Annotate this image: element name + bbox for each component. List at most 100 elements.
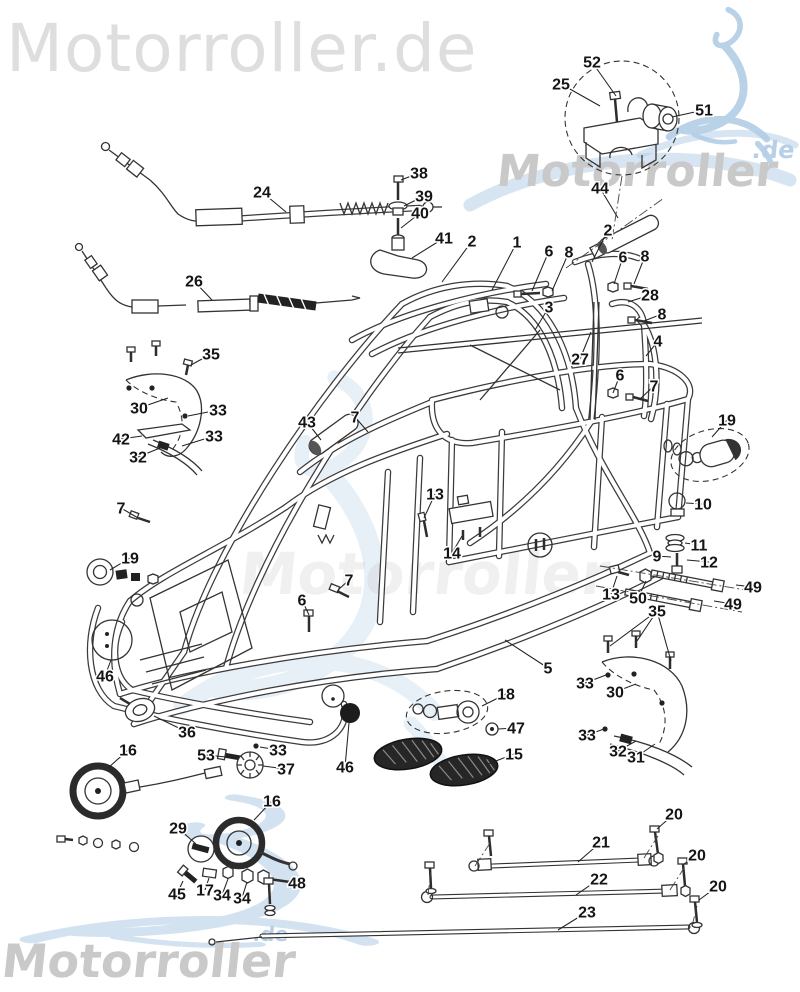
callout-leader-33: [187, 409, 219, 417]
callout-leader-50: [637, 580, 647, 599]
callout-leader-2: [441, 240, 473, 283]
callout-label-2: 2: [468, 234, 477, 251]
callout-label-25: 25: [552, 77, 570, 94]
callout-label-33: 33: [209, 403, 227, 420]
callout-leader-44: [599, 187, 619, 219]
callout-label-33: 33: [576, 676, 594, 693]
callout-leader-10: [685, 502, 704, 505]
callout-label-8: 8: [565, 245, 574, 262]
callout-leader-51: [671, 109, 705, 118]
callout-leader-7: [639, 385, 655, 400]
callout-label-10: 10: [694, 497, 712, 514]
callout-label-27: 27: [571, 352, 589, 369]
callout-label-32: 32: [129, 450, 147, 467]
callout-leader-8: [633, 255, 646, 285]
callout-leader-16: [253, 800, 273, 821]
callout-label-43: 43: [298, 415, 316, 432]
callout-label-51: 51: [695, 103, 713, 120]
callout-leader-30: [138, 397, 169, 409]
callout-label-7: 7: [345, 573, 354, 590]
callout-label-38: 38: [410, 166, 428, 183]
callout-leader-23: [557, 911, 588, 931]
callout-leader-20: [683, 854, 698, 865]
callout-leader-8: [551, 251, 570, 292]
callout-label-23: 23: [578, 905, 596, 922]
callout-label-35: 35: [648, 604, 666, 621]
callout-leader-5: [504, 639, 549, 669]
callout-leader-33: [181, 435, 215, 447]
callout-leader-40: [400, 212, 421, 229]
callout-label-18: 18: [497, 687, 515, 704]
callout-leader-20: [656, 813, 675, 830]
callout-label-3: 3: [545, 300, 554, 317]
callout-label-12: 12: [700, 555, 718, 572]
callout-label-32: 32: [609, 744, 627, 761]
callout-leader-7: [337, 579, 350, 591]
callout-label-17: 17: [196, 883, 214, 900]
callout-label-16: 16: [119, 743, 137, 760]
site-logo: Motorroller.de: [6, 10, 478, 87]
callout-leader-32: [137, 447, 161, 458]
callout-label-42: 42: [112, 432, 130, 449]
callout-label-8: 8: [641, 249, 650, 266]
callout-leader-29: [177, 827, 197, 845]
callout-label-20: 20: [665, 807, 683, 824]
callout-leader-33: [586, 728, 605, 736]
callout-label-30: 30: [606, 685, 624, 702]
callout-label-9: 9: [653, 549, 662, 566]
callout-leader-1: [491, 241, 518, 291]
callout-label-49: 49: [724, 597, 742, 614]
callout-leader-11: [684, 542, 700, 546]
callout-label-46: 46: [96, 669, 114, 686]
callout-leader-42: [120, 435, 143, 440]
callout-leader-35: [656, 610, 672, 662]
callout-label-29: 29: [169, 821, 187, 838]
callout-leader-30: [614, 683, 637, 693]
callout-label-31: 31: [627, 750, 645, 767]
callout-label-37: 37: [277, 762, 295, 779]
callout-label-6: 6: [619, 250, 628, 267]
callout-label-14: 14: [443, 546, 461, 563]
callout-leader-7: [120, 507, 139, 519]
callout-label-48: 48: [288, 876, 306, 893]
callout-label-6: 6: [616, 368, 625, 385]
callout-leader-14: [451, 535, 463, 554]
callout-label-33: 33: [578, 728, 596, 745]
callout-leader-6: [612, 374, 621, 394]
callout-leader-48: [287, 880, 298, 884]
callout-label-44: 44: [591, 181, 609, 198]
callout-leader-21: [577, 841, 602, 863]
callout-label-21: 21: [592, 835, 610, 852]
callout-label-6: 6: [545, 244, 554, 261]
callout-leader-49: [713, 600, 734, 605]
callout-leader-4: [645, 340, 659, 357]
callout-label-39: 39: [415, 189, 433, 206]
callout-leader-52: [591, 61, 617, 97]
callout-label-20: 20: [688, 848, 706, 865]
callout-label-34: 34: [233, 891, 251, 908]
callout-label-24: 24: [253, 185, 271, 202]
callout-label-33: 33: [205, 429, 223, 446]
callout-leader-33: [584, 674, 607, 684]
callout-leader-53: [205, 754, 227, 758]
callout-label-15: 15: [505, 747, 523, 764]
callout-leader-31: [635, 743, 656, 758]
watermark-swoosh: [463, 129, 799, 212]
callout-leader-7: [354, 416, 369, 433]
callout-leader-6: [531, 250, 550, 292]
callout-leader-8: [643, 313, 663, 322]
frame-tubes: [86, 204, 694, 746]
callout-leader-13: [610, 575, 618, 595]
callout-leader-15: [487, 753, 515, 765]
callout-leader-13: [423, 493, 436, 519]
callout-label-26: 26: [185, 274, 203, 291]
callout-leader-25: [560, 83, 601, 107]
callout-label-4: 4: [654, 334, 663, 351]
callout-label-40: 40: [411, 206, 429, 223]
callout-leader-24: [261, 191, 287, 213]
callout-label-6: 6: [298, 593, 307, 610]
callout-label-46: 46: [336, 760, 354, 777]
callout-leader-16: [107, 749, 129, 769]
